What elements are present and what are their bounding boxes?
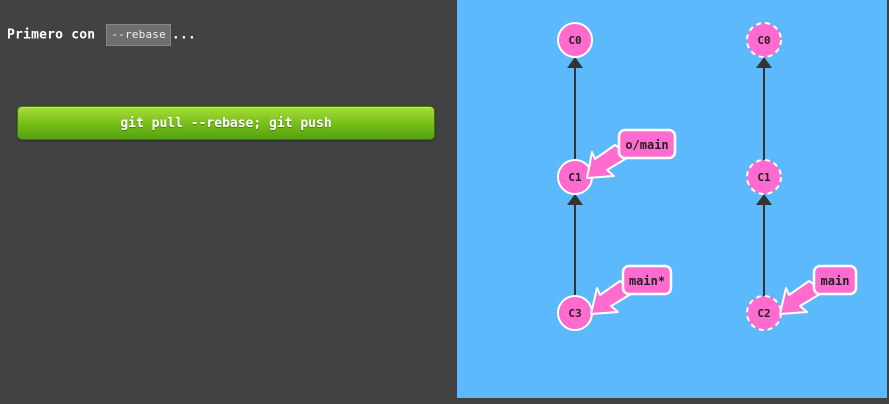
- edge-arrow-c1-c0-remote: [756, 57, 772, 68]
- intro-prefix: Primero con: [7, 27, 96, 43]
- branch-label: o/main: [625, 138, 668, 152]
- commit-node[interactable]: C1: [746, 159, 782, 195]
- commit-node[interactable]: C1: [557, 159, 593, 195]
- branch-label: main: [821, 274, 850, 288]
- branch-label: main*: [629, 274, 665, 288]
- local-graph: C0 C1 C3 o/main main*: [557, 22, 677, 331]
- remote-graph: C0 C1 C2 main: [746, 22, 858, 331]
- commit-node[interactable]: C0: [557, 22, 593, 58]
- edge-arrow-c3-c1: [567, 194, 583, 205]
- branch-tag-main-remote[interactable]: main: [779, 264, 858, 315]
- commit-node[interactable]: C0: [746, 22, 782, 58]
- commit-label: C3: [568, 307, 581, 320]
- git-graph-svg: C0 C1 C3 o/main main*: [557, 22, 858, 331]
- git-graph-panel: C0 C1 C3 o/main main*: [457, 0, 887, 398]
- branch-arrow-icon: [586, 144, 628, 179]
- branch-tag-main-star[interactable]: main*: [590, 264, 673, 315]
- git-command-button[interactable]: git pull --rebase; git push: [17, 106, 435, 140]
- branch-arrow-icon: [779, 280, 821, 315]
- commit-label: C1: [757, 171, 771, 184]
- commit-node[interactable]: C2: [746, 295, 782, 331]
- intro-suffix: ...: [171, 27, 197, 43]
- branch-arrow-icon: [590, 280, 632, 315]
- commit-label: C0: [757, 34, 770, 47]
- edge-arrow-c2-c1-remote: [756, 194, 772, 205]
- commit-label: C1: [568, 171, 582, 184]
- instructions-panel: Primero con --rebase... git pull --rebas…: [7, 24, 435, 140]
- intro-code-chip: --rebase: [106, 24, 171, 46]
- commit-label: C2: [757, 307, 770, 320]
- branch-tag-o-main[interactable]: o/main: [586, 128, 677, 179]
- commit-label: C0: [568, 34, 581, 47]
- intro-text: Primero con --rebase...: [7, 24, 196, 46]
- commit-node[interactable]: C3: [557, 295, 593, 331]
- edge-arrow-c1-c0: [567, 57, 583, 68]
